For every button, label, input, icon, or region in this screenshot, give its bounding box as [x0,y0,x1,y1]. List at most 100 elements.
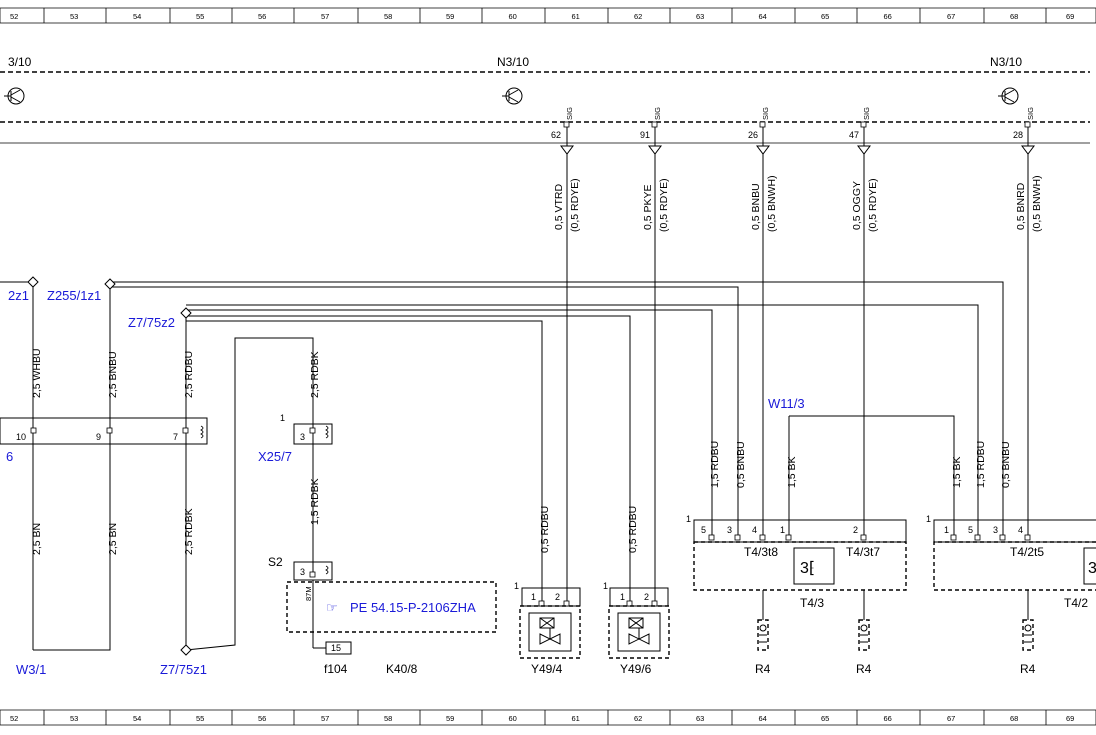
grid-column-number: 58 [384,12,392,21]
splice-label: Z255/1z1 [47,288,101,303]
pin-number: 47 [849,130,859,140]
valve-one: 1 [514,581,519,591]
connector-pin: 7 [173,432,178,442]
pin-number: 62 [551,130,561,140]
wire-label: 0,5 BNBU [735,441,747,488]
splice-z7-75z1: Z7/75z1 [160,644,207,677]
relay-label: K40/8 [386,662,418,676]
grid-column-number: 52 [10,12,18,21]
pin-28: SIG 28 0,5 BNRD (0,5 BNWH) [1013,107,1043,535]
bus-label-left: 3/10 [8,55,32,69]
switch-s2: S2 3 87M ☞ PE 54.15-P-2106ZHA 15 f104 K4… [268,555,497,676]
pin-number: 28 [1013,130,1023,140]
grid-top [0,7,1096,24]
spark-plug-icon [757,619,769,651]
valve-pin: 1 [620,592,625,602]
grid-column-number: 60 [509,12,517,21]
module-pin: 3 [993,525,998,535]
wire-label: 2,5 BN [31,523,43,555]
pin-sig: SIG [761,107,770,120]
grid-column-number: 55 [196,714,204,723]
spark-plug-icon [858,619,870,651]
grid-column-number: 67 [947,714,955,723]
splice-label: 2z1 [8,288,29,303]
splice-z255: Z255/1z1 [47,278,116,303]
spark-plug-label: R4 [755,662,771,676]
wire-label-alt: (0,5 RDYE) [569,178,581,232]
module-pin: 5 [968,525,973,535]
switch-contact: 87M [304,586,313,601]
grid-column-number: 65 [821,12,829,21]
wire-label: 2,5 BNBU [107,351,119,398]
pointing-hand-icon: ☞ [326,600,338,615]
wire-label: 0,5 RDBU [539,506,551,553]
bus-label-right: N3/10 [990,55,1022,69]
ground-label-w11-3: W11/3 [768,396,805,411]
pin-62: SIG 62 0,5 VTRD (0,5 RDYE) [551,107,581,605]
module-sub-label: T4/3t8 [744,545,778,559]
grid-column-number: 63 [696,714,704,723]
wire-label: 0,5 BNRD [1015,182,1027,230]
grid-column-number: 54 [133,12,141,21]
module-pin: 4 [752,525,757,535]
grid-column-number: 68 [1010,12,1018,21]
fuse-pin: 15 [331,643,341,653]
grid-column-number: 57 [321,714,329,723]
valve-pin: 1 [531,592,536,602]
grid-column-number: 63 [696,12,704,21]
reference-link[interactable]: PE 54.15-P-2106ZHA [350,600,476,615]
module-pin: 1 [944,525,949,535]
valve-pin: 2 [644,592,649,602]
wire-label: 1,5 RDBU [709,441,721,488]
wire-label: 0,5 BNBU [1000,441,1012,488]
grid-column-number: 56 [258,12,266,21]
ignition-coil-icon: 3 [1088,560,1096,577]
grid-bottom [0,709,1096,726]
module-one: 1 [686,514,691,524]
grid-column-number: 66 [884,714,892,723]
module-pin: 1 [780,525,785,535]
wire-label: 1,5 BK [951,456,963,488]
splice-label: Z7/75z1 [160,662,207,677]
wire-label: 1,5 RDBU [975,441,987,488]
wire-label: 0,5 VTRD [553,183,565,230]
grid-column-number: 55 [196,12,204,21]
wire-label: 2,5 RDBK [309,351,321,398]
grid-column-number: 64 [759,12,767,21]
pin-sig: SIG [565,107,574,120]
wire-label-alt: (0,5 RDYE) [658,178,670,232]
switch-label: S2 [268,555,283,569]
connector-pin: 3 [300,432,305,442]
wire-label-alt: (0,5 RDYE) [867,178,879,232]
wire-label-alt: (0,5 BNWH) [1031,175,1043,232]
wire-label: 0,5 BNBU [750,183,762,230]
grid-column-number: 69 [1066,714,1074,723]
connector-pin: 10 [16,432,26,442]
pin-number: 26 [748,130,758,140]
wire-label-alt: (0,5 BNWH) [766,175,778,232]
pin-sig: SIG [1026,107,1035,120]
wire-label: 2,5 BN [107,523,119,555]
module-sub-label: T4/3t7 [846,545,880,559]
wire-label: 0,5 PKYE [642,184,654,230]
solenoid-valve-icon [539,617,561,645]
connector-x25-7: 1 3 X25/7 [258,413,333,464]
ignition-module-t4-2: 1 1 5 3 4 T4/2t5 3 T4/2 [926,514,1096,620]
wire-label: 2,5 RDBU [183,351,195,398]
module-one: 1 [926,514,931,524]
switch-pin: 3 [300,567,305,577]
transistor-icon [998,87,1019,105]
valve-one: 1 [603,581,608,591]
connector-left: 10 9 7 6 [0,417,208,464]
pin-91: SIG 91 0,5 PKYE (0,5 RDYE) [640,107,670,605]
grid-column-number: 61 [572,12,580,21]
spark-plug-icon [1022,619,1034,651]
grid-column-number: 53 [70,714,78,723]
grid-column-number: 62 [634,714,642,723]
pin-sig: SIG [653,107,662,120]
grid-column-number: 53 [70,12,78,21]
grid-column-number: 56 [258,714,266,723]
fuse-label: f104 [324,662,348,676]
valve-y49-4: 1 1 2 Y49/4 [514,581,581,676]
